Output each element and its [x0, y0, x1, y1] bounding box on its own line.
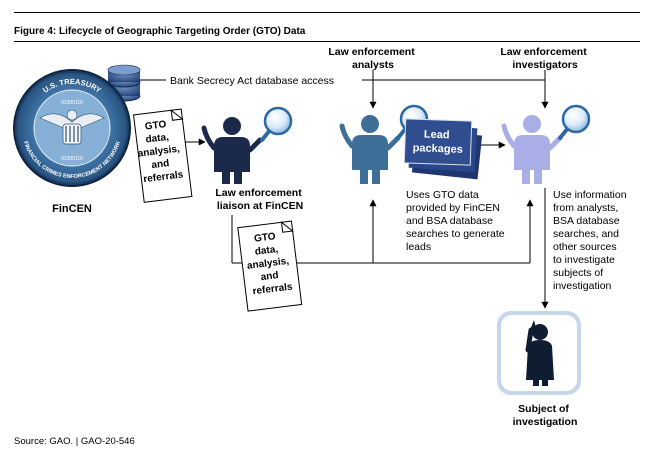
referrals-document-2: GTO data, analysis, and referrals [237, 220, 303, 312]
doc2-line-2: data, [254, 244, 279, 258]
svg-text:Law enforcement liaison at: Law enforcement liaison at FinCEN [215, 187, 304, 212]
investigators-label-1: Law enforcement [500, 46, 587, 58]
investigators-desc-8: investigation [553, 280, 612, 292]
investigator-person-icon [501, 115, 563, 184]
lead-packages-icon: Lead packages [403, 118, 483, 180]
title-rule [14, 41, 640, 42]
doc2-line-1: GTO [254, 231, 277, 245]
analyst-person-icon [339, 115, 401, 184]
doc1-line-1: GTO [144, 119, 167, 133]
investigators-desc-2: from analysts, [553, 202, 618, 214]
lead-packages-line-1: Lead [424, 129, 450, 142]
top-rule [14, 12, 640, 13]
investigators-desc-5: other sources [553, 241, 617, 253]
analysts-desc-2: provided by FinCEN [406, 202, 500, 214]
analysts-desc-3: and BSA database [406, 215, 493, 227]
fincen-seal-icon: U.S. TREASURY FINANCIAL CRIMES ENFORCEME… [13, 69, 131, 187]
doc1-line-2: data, [145, 132, 170, 146]
doc2-line-4: and [260, 270, 279, 283]
doc2-line-5: referrals [252, 281, 294, 297]
investigators-label-2: investigators [512, 59, 578, 71]
lead-packages-line-2: packages [412, 142, 463, 156]
investigators-desc-1: Use information [553, 189, 627, 201]
analysts-desc-1: Uses GTO data [406, 189, 479, 201]
doc1-line-3: analysis, [137, 144, 180, 160]
liaison-person-icon [201, 117, 263, 184]
seal-binary: 01000110 [61, 100, 83, 106]
subject-label-1: Subject of [518, 403, 569, 415]
analysts-desc-4: searches to generate [406, 228, 505, 240]
investigators-desc-4: searches, and [553, 228, 619, 240]
svg-text:Subject of investigation: Subject of investigation [513, 403, 578, 428]
investigator-magnifier-icon [558, 104, 591, 140]
analysts-label-1: Law enforcement [328, 46, 415, 58]
svg-text:Law enforcement investigat: Law enforcement investigators [500, 46, 589, 71]
investigators-desc-6: to investigate [553, 254, 615, 266]
svg-text:Uses GTO data provided by: Uses GTO data provided by FinCEN and BSA… [406, 189, 508, 253]
liaison-label-1: Law enforcement [215, 187, 302, 199]
svg-text:GTO data, analysis: GTO data, analysis, and referrals [243, 230, 295, 298]
liaison-label-2: liaison at FinCEN [217, 200, 303, 212]
bsa-access-label: Bank Secrecy Act database access [170, 75, 334, 87]
doc1-line-4: and [151, 158, 170, 171]
doc2-line-3: analysis, [246, 256, 289, 272]
svg-text:Law enforcement analysts: Law enforcement analysts [328, 46, 417, 71]
referrals-document-1: GTO data, analysis, and referrals [132, 108, 193, 203]
seal-binary-2: 01000110 [61, 156, 83, 162]
liaison-magnifier-icon [260, 106, 293, 142]
doc1-line-5: referrals [143, 169, 185, 185]
svg-text:GTO data, analysis: GTO data, analysis, and referrals [134, 117, 186, 185]
analysts-desc-5: leads [406, 241, 431, 253]
fincen-label: FinCEN [52, 203, 92, 215]
investigators-desc-7: subjects of [553, 267, 603, 279]
svg-text:Use information from analy: Use information from analysts, BSA datab… [553, 189, 629, 292]
analysts-label-2: analysts [352, 59, 394, 71]
subject-label-2: investigation [513, 416, 578, 428]
source-note: Source: GAO. | GAO-20-546 [14, 436, 135, 447]
figure-title: Figure 4: Lifecycle of Geographic Target… [14, 26, 306, 37]
subject-silhouette-icon [497, 311, 581, 395]
investigators-desc-3: BSA database [553, 215, 620, 227]
svg-text:Lead packages: Lead packages [412, 128, 463, 156]
